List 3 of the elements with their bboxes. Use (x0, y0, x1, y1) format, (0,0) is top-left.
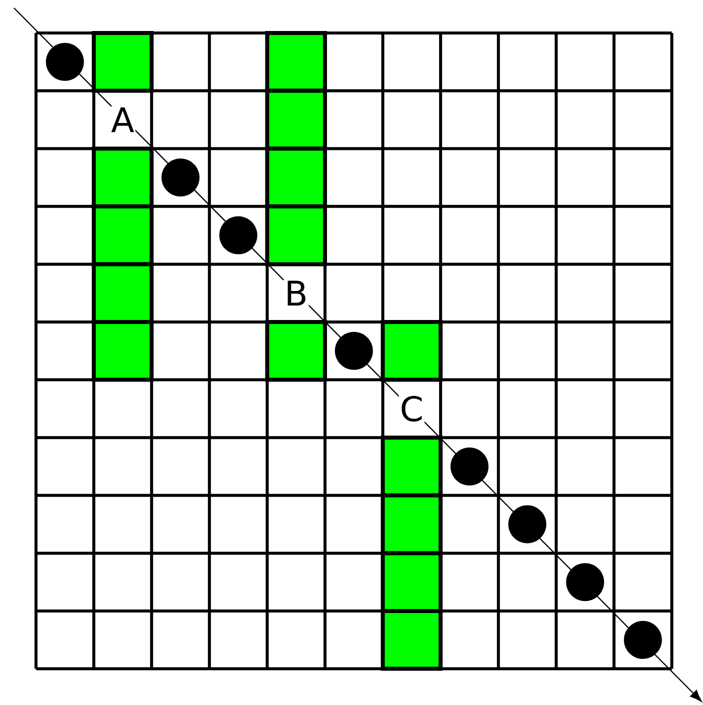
cell-letter: C (398, 394, 425, 423)
cell-letter: A (110, 106, 136, 134)
cell-letter: B (283, 280, 309, 306)
